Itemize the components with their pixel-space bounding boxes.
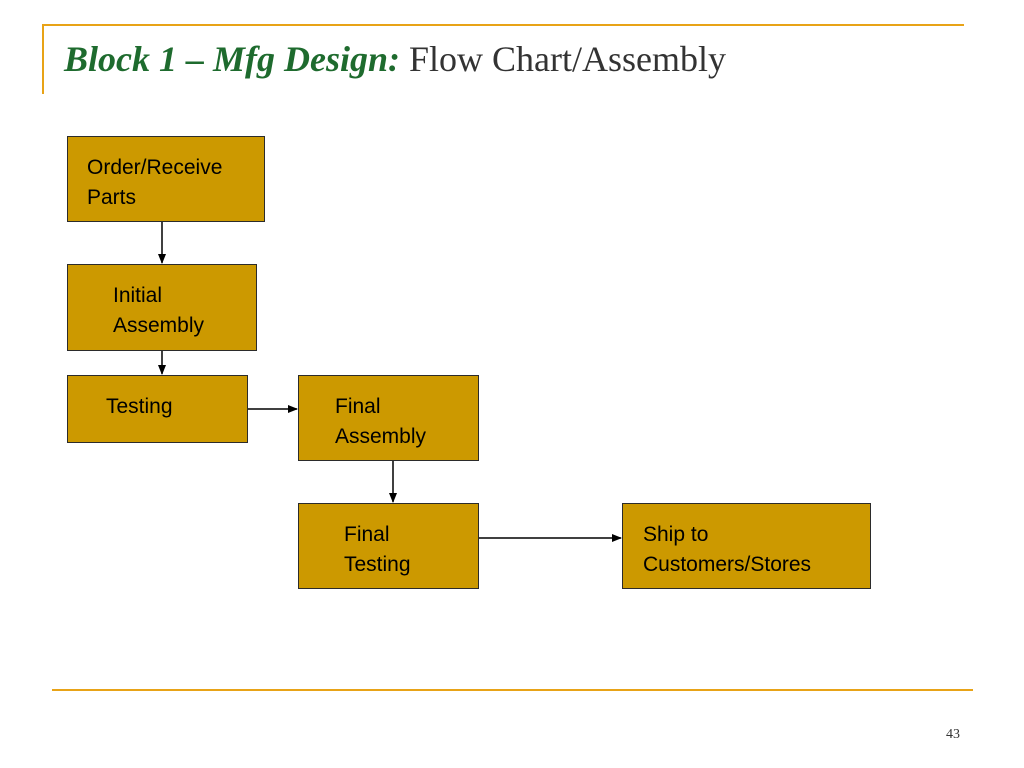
- order-receive-line2: Parts: [87, 186, 137, 209]
- order-receive-parts-box: Order/Receive Parts: [67, 136, 265, 222]
- title-rest: Flow Chart/Assembly: [409, 39, 727, 79]
- order-receive-line1: Order/Receive: [87, 156, 223, 179]
- initial-assembly-box: Initial Assembly: [67, 264, 257, 351]
- testing-line1: Testing: [106, 395, 173, 418]
- final-assembly-line1: Final: [335, 395, 381, 418]
- final-assembly-line2: Assembly: [335, 425, 427, 448]
- final-testing-line2: Testing: [344, 553, 411, 576]
- initial-assembly-line2: Assembly: [113, 314, 205, 337]
- final-assembly-box: Final Assembly: [298, 375, 479, 461]
- left-rule: [42, 24, 44, 94]
- final-testing-box: Final Testing: [298, 503, 479, 589]
- initial-assembly-line1: Initial: [113, 284, 163, 307]
- page-number: 43: [946, 727, 960, 742]
- top-rule: [42, 24, 964, 26]
- ship-to-customers-box: Ship to Customers/Stores: [622, 503, 871, 589]
- slide-title: Block 1 – Mfg Design: Flow Chart/Assembl…: [64, 39, 727, 80]
- ship-line2: Customers/Stores: [643, 553, 812, 576]
- final-testing-line1: Final: [344, 523, 390, 546]
- ship-line1: Ship to: [643, 523, 709, 546]
- bottom-rule: [52, 689, 973, 691]
- title-prefix: Block 1 – Mfg Design:: [64, 39, 400, 79]
- testing-box: Testing: [67, 375, 248, 443]
